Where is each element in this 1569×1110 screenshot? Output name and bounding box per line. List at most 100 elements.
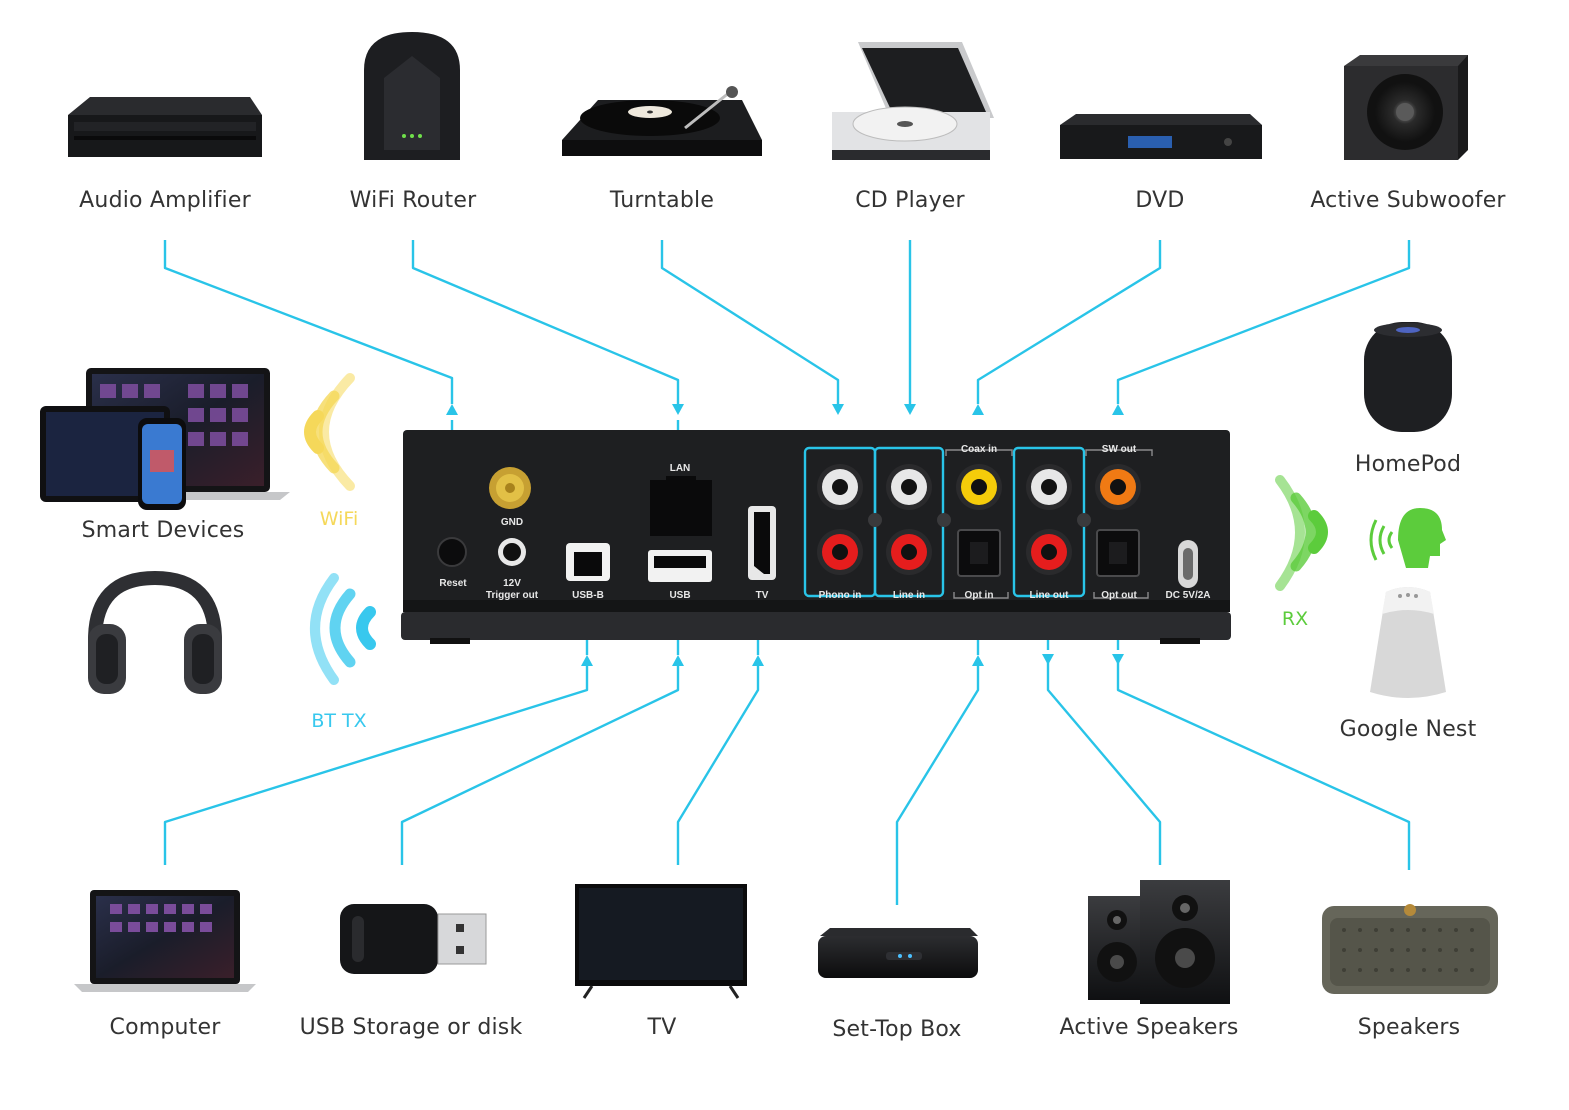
ground-screw	[937, 513, 951, 527]
line-out-red-jack	[1026, 529, 1072, 575]
google-nest-icon	[1370, 587, 1446, 698]
usb-a-port	[648, 550, 712, 582]
dvd-icon	[1060, 114, 1262, 159]
label-google-nest: Google Nest	[1339, 717, 1477, 742]
phono-in-white-jack	[817, 464, 863, 510]
label-smart-devices: Smart Devices	[81, 518, 245, 543]
arrow-up-tv	[752, 655, 764, 666]
label-turntable: Turntable	[609, 188, 715, 213]
active-speakers-icon	[1088, 880, 1230, 1004]
port-label-sw-out: SW out	[1101, 444, 1137, 455]
audio-amplifier-icon	[68, 97, 262, 157]
wifi-waves-icon	[304, 373, 355, 491]
bluetooth-waves-icon	[310, 573, 376, 685]
coax-bracket	[945, 449, 1013, 456]
arrow-down-opt-out	[1112, 654, 1124, 665]
arrow-down-lan	[672, 404, 684, 415]
wire-tv	[676, 666, 760, 865]
opt-out-bracket	[1093, 592, 1149, 599]
line-out-white-jack	[1026, 464, 1072, 510]
label-set-top-box: Set-Top Box	[832, 1017, 962, 1042]
wire-turntable	[660, 240, 840, 404]
sw-out-orange-jack	[1095, 464, 1141, 510]
phono-in-red-jack	[817, 529, 863, 575]
wifi-router-icon	[364, 32, 460, 160]
arrow-down-phono	[832, 404, 844, 415]
label-speakers: Speakers	[1357, 1015, 1461, 1040]
label-wifi-router: WiFi Router	[349, 188, 477, 213]
active-subwoofer-icon	[1344, 55, 1468, 160]
arrow-up-dvd	[972, 404, 984, 415]
wire-wifi-router	[411, 240, 680, 404]
ground-screw	[868, 513, 882, 527]
reset-button-icon	[437, 537, 467, 567]
label-tv: TV	[647, 1015, 677, 1040]
arrow-up-trigger	[446, 404, 458, 415]
port-label-opt-out: Opt out	[1101, 590, 1137, 601]
label-homepod: HomePod	[1354, 452, 1462, 477]
hdmi-port	[748, 506, 776, 580]
usb-dongle-icon	[340, 904, 487, 974]
television-icon	[575, 884, 747, 999]
headphones-icon	[88, 570, 222, 694]
label-cd-player: CD Player	[855, 188, 965, 213]
computer-icon	[74, 890, 256, 992]
port-label-gnd: GND	[500, 517, 524, 528]
port-label-usb-b: USB-B	[572, 590, 604, 601]
arrow-down-line-out	[1042, 654, 1054, 665]
lan-port	[650, 476, 712, 536]
arrow-up-usb	[672, 655, 684, 666]
label-dvd: DVD	[1135, 188, 1185, 213]
smart-devices-icon	[40, 368, 290, 510]
dc-power-port	[1178, 540, 1198, 588]
label-computer: Computer	[109, 1015, 221, 1040]
port-label-coax-in: Coax in	[960, 444, 998, 455]
optical-out-port	[1096, 529, 1140, 577]
port-label-trigger-2: Trigger out	[485, 590, 539, 601]
wire-usb-storage	[400, 666, 680, 865]
label-usb-storage: USB Storage or disk	[299, 1015, 523, 1040]
ground-screw	[1077, 513, 1091, 527]
arrow-down-line-in	[904, 404, 916, 415]
label-audio-amplifier: Audio Amplifier	[79, 188, 251, 213]
set-top-box-icon	[818, 928, 978, 978]
port-label-tv: TV	[755, 590, 769, 601]
turntable-icon	[562, 86, 762, 156]
rx-waves-icon	[1275, 475, 1328, 591]
port-label-phono-in: Phono in	[818, 590, 862, 601]
wire-active-subwoofer	[1116, 240, 1411, 404]
wire-speakers	[1116, 660, 1411, 870]
port-label-dc: DC 5V/2A	[1165, 590, 1211, 601]
port-label-usb: USB	[669, 590, 691, 601]
opt-in-bracket	[953, 592, 1009, 599]
port-label-lan: LAN	[669, 463, 691, 474]
wire-computer	[163, 666, 589, 865]
label-wifi: WiFi	[319, 508, 359, 530]
label-bt-tx: BT TX	[311, 710, 367, 732]
label-active-speakers: Active Speakers	[1059, 1015, 1239, 1040]
optical-in-port	[957, 529, 1001, 577]
rca-jacks	[817, 464, 1141, 575]
label-active-subwoofer: Active Subwoofer	[1310, 188, 1506, 213]
wire-set-top-box	[895, 666, 980, 905]
port-label-reset: Reset	[439, 578, 467, 589]
arrow-up-opt-in	[972, 655, 984, 666]
label-rx: RX	[1281, 608, 1309, 630]
sw-bracket	[1085, 449, 1153, 456]
arrow-up-usb-b	[581, 655, 593, 666]
homepod-icon	[1364, 322, 1452, 432]
wire-dvd	[976, 240, 1162, 404]
cd-player-icon	[832, 42, 994, 160]
line-in-white-jack	[886, 464, 932, 510]
portable-speaker-icon	[1322, 904, 1498, 994]
usb-b-port	[566, 543, 610, 581]
wire-audio-amplifier	[163, 240, 454, 404]
arrow-up-sub	[1112, 404, 1124, 415]
voice-command-icon	[1369, 508, 1446, 568]
wire-active-speakers	[1046, 660, 1162, 865]
trigger-jack	[498, 538, 526, 566]
gnd-antenna-connector	[489, 467, 531, 509]
port-label-trigger-1: 12V	[503, 578, 521, 589]
